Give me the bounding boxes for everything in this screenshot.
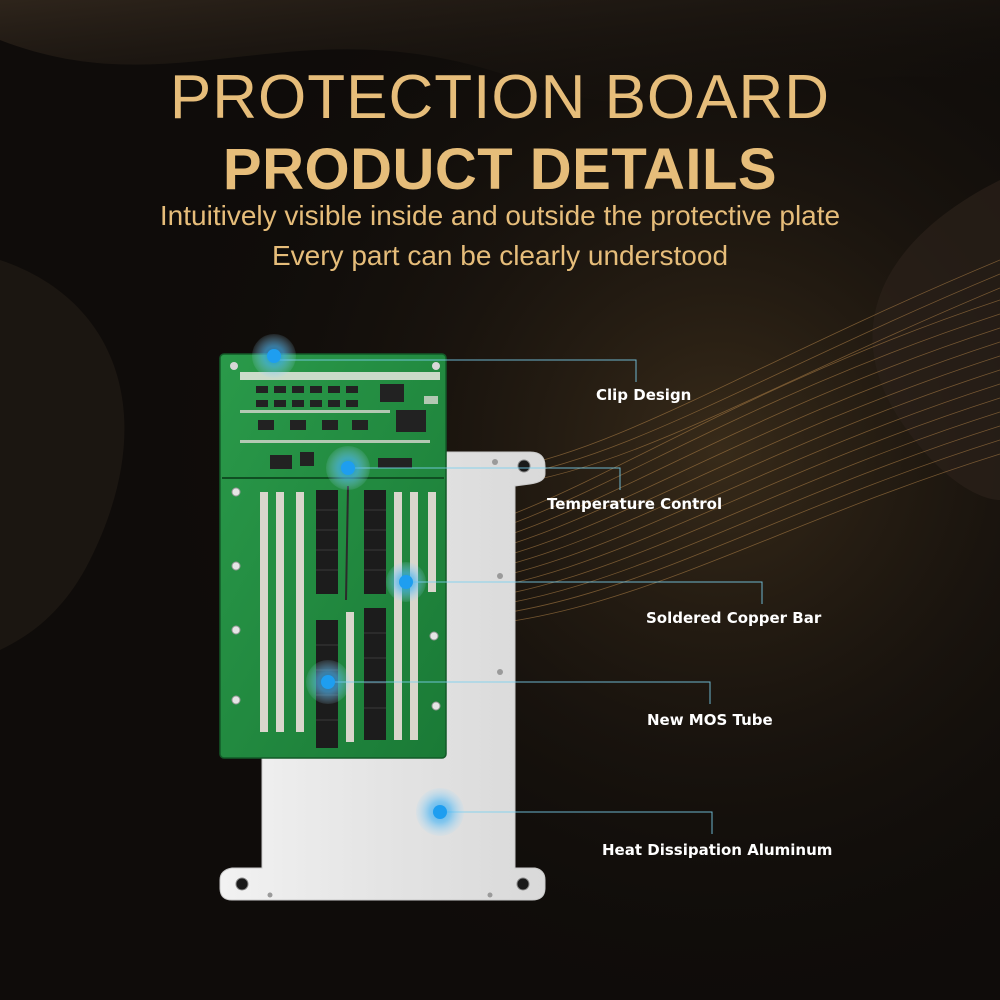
pcb-top-components: [230, 362, 440, 469]
hotspot-marker-icon: [326, 446, 370, 490]
tagline-line-2: Every part can be clearly understood: [271, 240, 729, 271]
heat-sink-rivet: [487, 892, 493, 898]
heat-sink-screw: [517, 459, 531, 473]
callout-new-mos-tube: New MOS Tube: [647, 711, 773, 729]
silk-fold-top: [0, 0, 1000, 105]
page-subtitle-bold: PRODUCT DETAILS: [222, 137, 778, 202]
callout-leader-lines: [274, 359, 763, 834]
hotspot-marker-icon: [416, 788, 464, 836]
page-title: PROTECTION BOARD: [169, 63, 831, 132]
tagline-line-1: Intuitively visible inside and outside t…: [159, 200, 841, 231]
callout-temperature-control: Temperature Control: [547, 495, 723, 513]
callout-clip-design: Clip Design: [596, 386, 692, 404]
heat-sink-rivet: [497, 669, 503, 675]
pcb-wire: [345, 485, 349, 601]
pcb-mount-holes: [231, 487, 441, 711]
hotspot-marker-icon: [386, 562, 426, 602]
hotspot-marker-icon: [306, 660, 350, 704]
heat-sink-rivet: [267, 892, 273, 898]
heat-sink-rivet: [497, 573, 503, 579]
heat-sink-rivet: [492, 459, 498, 465]
callout-heat-dissipation-aluminum: Heat Dissipation Aluminum: [602, 841, 833, 859]
callout-soldered-copper-bar: Soldered Copper Bar: [646, 609, 822, 627]
silk-fold-right: [872, 180, 1000, 500]
soldered-copper-bars: [260, 492, 436, 742]
hotspot-marker-icon: [252, 334, 296, 378]
heat-sink-screw: [516, 877, 530, 891]
heat-sink-screw: [235, 877, 249, 891]
silk-fold-left: [0, 260, 125, 650]
